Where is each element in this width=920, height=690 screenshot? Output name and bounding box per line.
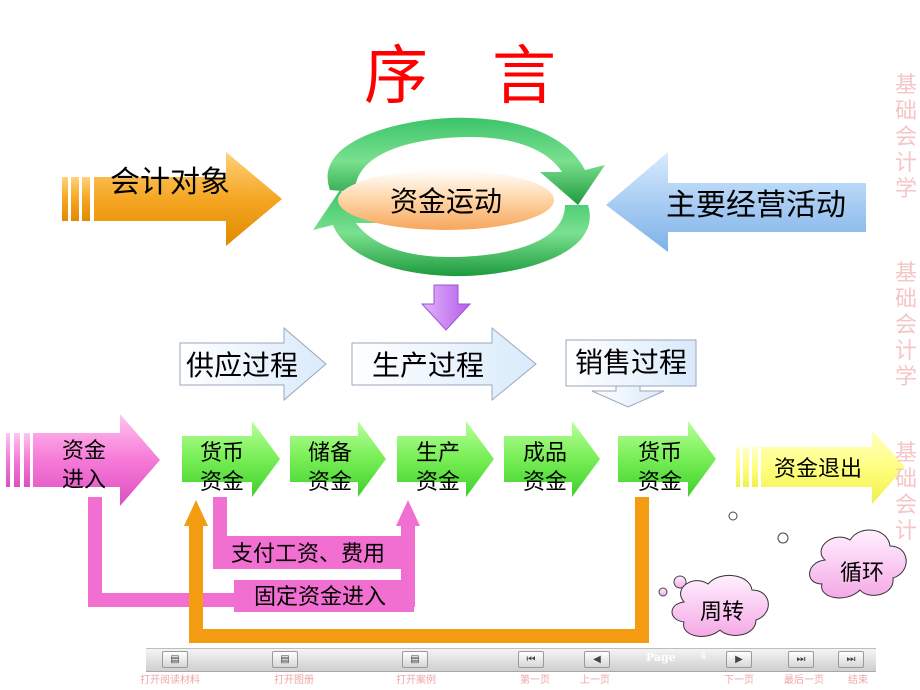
flow-exit-arrow	[736, 430, 905, 504]
next-page-icon: ▶	[735, 654, 743, 665]
watermark-char: 基	[895, 73, 917, 98]
nav-label-reading[interactable]: 打开阅读材料	[140, 675, 200, 686]
cycle-arrows	[313, 117, 605, 277]
nav-next-page-button[interactable]: ▶	[726, 651, 752, 668]
cycle-label: 循环	[840, 561, 884, 586]
doc-icon: ▤	[410, 654, 420, 665]
turnover-label: 周转	[700, 600, 744, 625]
nav-label-first[interactable]: 第一页	[520, 675, 550, 686]
watermark-char: 会	[895, 125, 917, 150]
left-arrow	[62, 152, 282, 246]
slide-title: 序 言	[364, 40, 556, 114]
flow-enter-line1: 资金	[62, 439, 106, 464]
flow-enter-arrow	[6, 414, 160, 506]
watermark-char: 学	[895, 177, 917, 202]
first-page-icon: ⏮	[526, 654, 536, 665]
watermark-col-1: 基础会计学	[895, 73, 917, 202]
flow-stage-4	[504, 421, 600, 497]
center-ellipse	[338, 170, 554, 230]
right-concept-label: 主要经营活动	[666, 188, 846, 223]
thought-dots	[658, 511, 789, 597]
nav-label-next[interactable]: 下一页	[724, 675, 754, 686]
end-icon: ⏭	[846, 654, 856, 665]
flow-stage-2	[290, 421, 386, 497]
wages-band	[214, 536, 402, 568]
flow-stage-3	[397, 421, 494, 497]
fixed-label: 固定资金进入	[254, 585, 386, 610]
turnover-cloud	[671, 574, 769, 637]
wages-label: 支付工资、费用	[231, 542, 385, 567]
process-arrow-sales	[565, 339, 697, 408]
last-page-icon: ⏭	[796, 654, 806, 665]
stage1-line1: 货币	[200, 441, 244, 466]
stage2-line2: 资金	[308, 470, 352, 495]
watermark-char: 础	[895, 467, 917, 492]
page-number: 4	[700, 651, 707, 662]
nav-label-prev[interactable]: 上一页	[580, 675, 610, 686]
process-arrow-supply	[179, 326, 327, 402]
watermark-char: 会	[895, 493, 917, 518]
watermark-col-3: 基础会计	[895, 441, 917, 544]
watermark-char: 基	[895, 261, 917, 286]
flow-exit-label: 资金退出	[774, 457, 862, 482]
nav-open-album-button[interactable]: ▤	[272, 651, 298, 668]
cycle-cloud	[809, 529, 907, 599]
process-supply-label: 供应过程	[186, 349, 298, 382]
flow-stage-5	[618, 421, 716, 497]
watermark-char: 计	[895, 151, 917, 176]
stage4-line2: 资金	[523, 470, 567, 495]
stage5-line1: 货币	[638, 441, 682, 466]
watermark: 基础会计学 基础会计学 基础会计	[895, 73, 917, 544]
fixed-band	[234, 580, 414, 612]
watermark-char: 基	[895, 441, 917, 466]
nav-label-last[interactable]: 最后一页	[784, 675, 824, 686]
watermark-char: 计	[895, 519, 917, 544]
prev-page-icon: ◀	[593, 654, 601, 665]
process-sales-label: 销售过程	[575, 346, 687, 379]
right-arrow	[606, 152, 866, 252]
stage5-line2: 资金	[638, 470, 682, 495]
nav-label-end[interactable]: 结束	[848, 675, 868, 686]
watermark-char: 计	[895, 339, 917, 364]
flow-enter-line2: 进入	[62, 468, 106, 493]
stage3-line2: 资金	[416, 470, 460, 495]
nav-open-case-button[interactable]: ▤	[402, 651, 428, 668]
doc-icon: ▤	[170, 654, 180, 665]
nav-label-case[interactable]: 打开案例	[396, 675, 436, 686]
watermark-char: 础	[895, 99, 917, 124]
process-production-label: 生产过程	[372, 349, 484, 382]
flow-stage-1	[182, 421, 280, 497]
process-arrow-production	[351, 326, 537, 402]
stage1-line2: 资金	[200, 470, 244, 495]
nav-prev-page-button[interactable]: ◀	[584, 651, 610, 668]
nav-label-album[interactable]: 打开图册	[274, 675, 314, 686]
nav-end-button[interactable]: ⏭	[838, 651, 864, 668]
doc-icon: ▤	[280, 654, 290, 665]
page-label: Page	[646, 651, 676, 664]
center-concept-label: 资金运动	[390, 185, 502, 218]
watermark-char: 学	[895, 365, 917, 390]
stage3-line1: 生产	[416, 441, 460, 466]
watermark-char: 会	[895, 313, 917, 338]
stage2-line1: 储备	[308, 441, 352, 466]
nav-open-reading-button[interactable]: ▤	[162, 651, 188, 668]
watermark-char: 础	[895, 287, 917, 312]
watermark-col-2: 基础会计学	[895, 261, 917, 390]
left-concept-label: 会计对象	[110, 165, 230, 200]
nav-bar: ▤ ▤ ▤ ⏮ ◀ ▶ ⏭ ⏭	[146, 648, 876, 672]
stage4-line1: 成品	[523, 441, 567, 466]
nav-last-page-button[interactable]: ⏭	[788, 651, 814, 668]
down-arrow-purple	[420, 284, 472, 331]
nav-first-page-button[interactable]: ⏮	[518, 651, 544, 668]
